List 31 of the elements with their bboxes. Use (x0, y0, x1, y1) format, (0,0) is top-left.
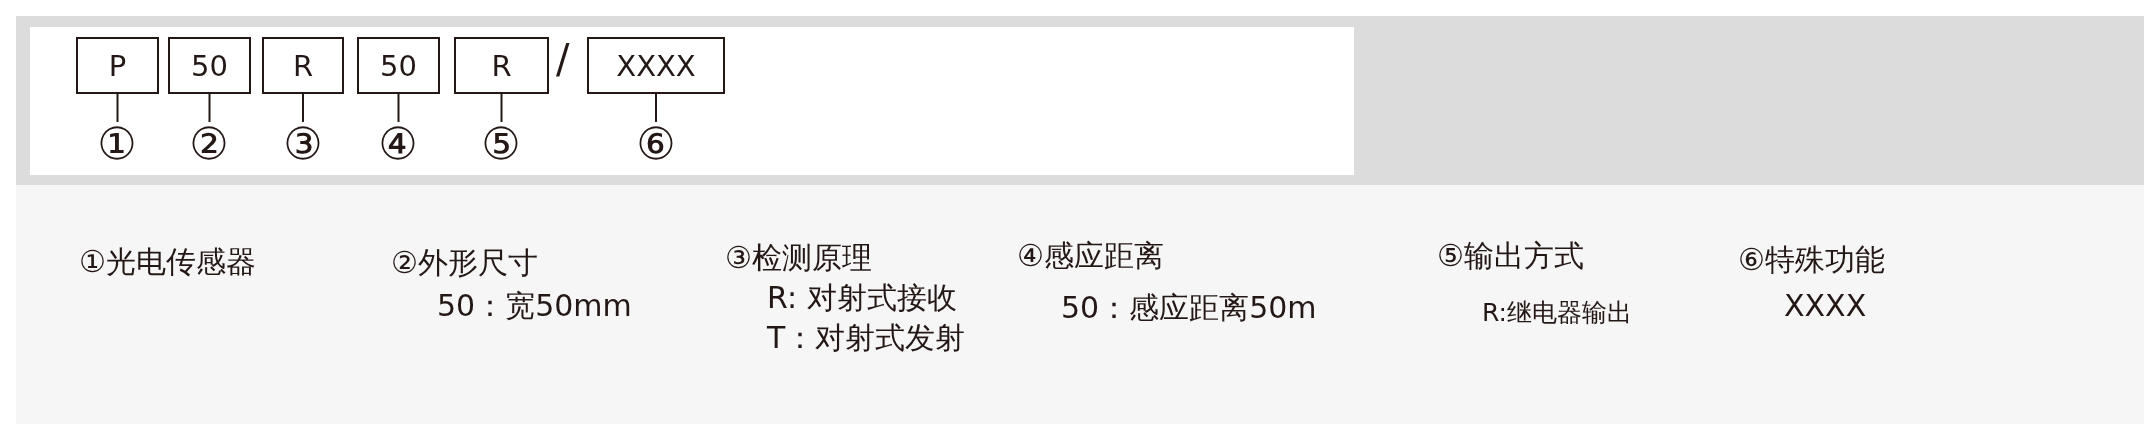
code-box: P (76, 37, 159, 94)
field-value: 50：感应距离50m (1061, 290, 1317, 326)
field-value: T：对射式发射 (767, 320, 966, 356)
code-box: 50 (168, 37, 251, 94)
code-box: 50 (357, 37, 440, 94)
leader-line (208, 93, 211, 123)
field-value: R:继电器输出 (1482, 297, 1633, 329)
separator-slash: / (556, 35, 570, 84)
leader-line (655, 93, 657, 123)
callout-number: ⑤ (478, 124, 524, 164)
field-heading: ④感应距离 (1017, 238, 1164, 274)
callout-number: ④ (375, 124, 421, 164)
leader-line (302, 93, 304, 123)
leader-line (500, 93, 503, 123)
field-value: R: 对射式接收 (767, 280, 957, 316)
code-box: R (454, 37, 549, 94)
field-heading: ③检测原理 (725, 240, 872, 276)
leader-line (116, 93, 119, 123)
field-heading: ⑥特殊功能 (1738, 242, 1885, 278)
code-box: R (262, 37, 344, 94)
callout-number: ③ (280, 124, 326, 164)
field-value: 50：宽50mm (437, 288, 632, 324)
code-box: XXXX (587, 37, 725, 94)
callout-number: ① (94, 124, 140, 164)
callout-number: ⑥ (633, 124, 679, 164)
leader-line (397, 93, 400, 123)
callout-number: ② (186, 124, 232, 164)
field-heading: ①光电传感器 (79, 244, 256, 280)
field-value: XXXX (1784, 288, 1867, 324)
field-heading: ②外形尺寸 (391, 245, 538, 281)
field-heading: ⑤输出方式 (1437, 238, 1584, 274)
